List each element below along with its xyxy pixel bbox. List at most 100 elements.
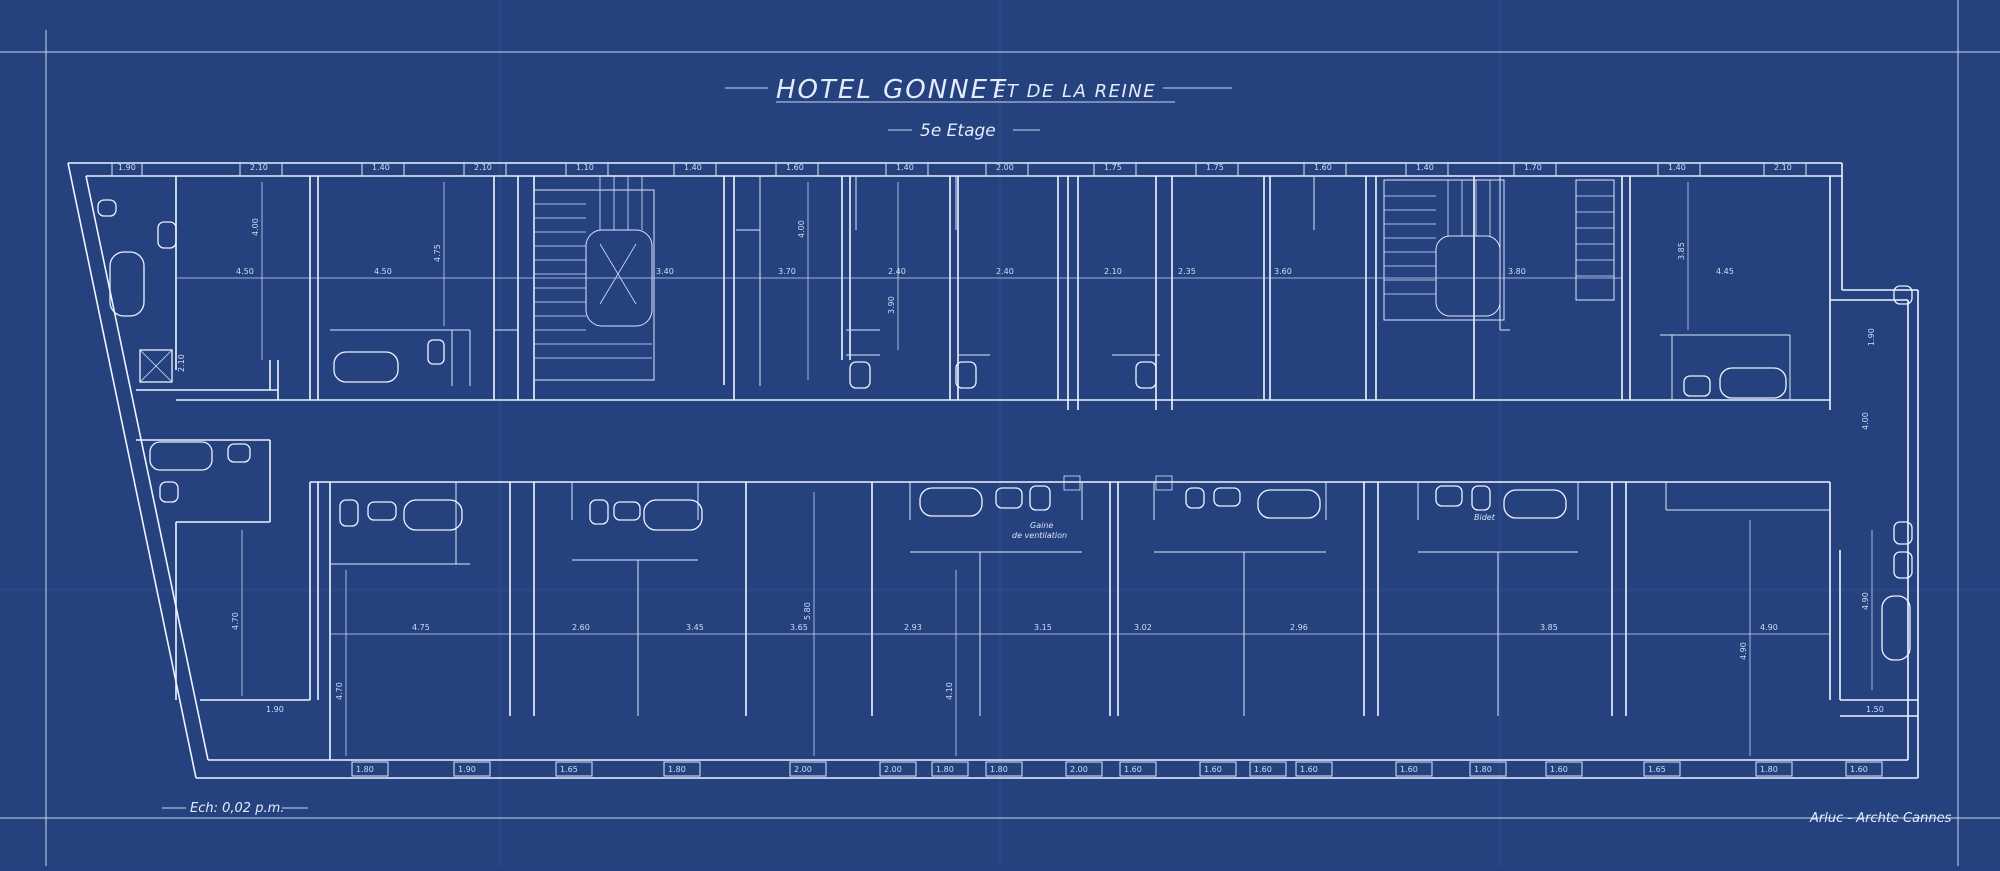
bathtub-icon [1881,595,1911,661]
dimension-label: 3.40 [656,267,674,276]
dimension-label: 2.00 [884,765,902,774]
dimension-label: 2.60 [572,623,590,632]
washbasin-icon [157,221,177,249]
bottom-window-dimensions: 1.80 1.90 1.65 1.80 2.00 2.00 1.80 1.80 … [356,765,1868,774]
dimension-label: 4.75 [433,244,442,262]
dimension-label: 4.90 [1760,623,1778,632]
dimension-label: 1.40 [684,163,702,172]
dimension-label: 3.02 [1134,623,1152,632]
bathtub-icon [109,251,145,317]
bathtub-icon [403,499,463,531]
dimension-label: 1.80 [990,765,1008,774]
toilet-icon [849,361,871,389]
toilet-icon [1471,485,1491,511]
scale-note: Ech: 0,02 p.m. [190,801,284,816]
sanitary-fixtures-bottom: Gaine de ventilation Bidet [149,441,1913,661]
bathtub-icon [333,351,399,383]
dimension-label: 4.70 [231,612,240,630]
dimension-label: 4.45 [1716,267,1734,276]
dimension-label: 1.60 [1550,765,1568,774]
dimension-label: 1.60 [1400,765,1418,774]
dimension-label: 4.90 [1739,642,1748,660]
misc-dimensions: 1.90 1.50 2.10 1.90 [177,328,1884,714]
dimension-label: 1.65 [560,765,578,774]
shower-tray-icon [139,349,173,383]
sanitary-fixtures-top [97,199,1913,399]
dimension-label: 1.40 [1668,163,1686,172]
dimension-label: 2.96 [1290,623,1308,632]
dimension-label: 1.40 [1416,163,1434,172]
washbasin-icon [1683,375,1711,397]
washbasin-icon [1213,487,1241,507]
toilet-icon [1135,361,1157,389]
dimension-label: 1.60 [1300,765,1318,774]
dimension-label: 1.60 [1850,765,1868,774]
dimension-label: 1.90 [1867,328,1876,346]
title-hotel: HOTEL GONNET [776,75,1007,105]
dimension-label: 1.50 [1866,705,1884,714]
dimension-label: 2.40 [888,267,906,276]
dimension-label: 3.45 [686,623,704,632]
dimension-label: 1.90 [266,705,284,714]
dimension-label: 3.85 [1677,242,1686,260]
dimension-label: 2.40 [996,267,1014,276]
toilet-icon [1893,521,1913,545]
staircase-right [1383,179,1615,321]
dimension-label: 1.80 [1760,765,1778,774]
dimension-label: 1.60 [1254,765,1272,774]
dimension-label: 1.10 [576,163,594,172]
toilet-icon [339,499,359,527]
dimension-label: 1.60 [786,163,804,172]
bathtub-icon [919,487,983,517]
dimension-label: 4.75 [412,623,430,632]
toilet-icon [1185,487,1205,509]
bathtub-icon [1719,367,1787,399]
toilet-icon [955,361,977,389]
ventilation-shaft-icon [1155,475,1173,491]
bathtub-icon [643,499,703,531]
shaft-label: Gaine [1030,521,1053,530]
dimension-label: 4.90 [1861,592,1870,610]
dimension-label: 1.40 [896,163,914,172]
title-block: HOTEL GONNET ET DE LA REINE 5e Etage [725,75,1232,141]
dimension-label: 1.90 [458,765,476,774]
dimension-label: 4.70 [335,682,344,700]
top-room-dimensions: 4.50 4.50 3.40 3.70 2.40 2.40 2.10 2.35 … [176,182,1734,380]
exterior-walls [67,162,1919,779]
dimension-label: 2.00 [1070,765,1088,774]
dimension-label: 4.00 [251,218,260,236]
floor-subtitle: 5e Etage [920,121,996,141]
toilet-icon [427,339,445,365]
dimension-label: 2.00 [794,765,812,774]
dimension-label: 1.75 [1104,163,1122,172]
dimension-label: 2.10 [1774,163,1792,172]
bathtub-icon [1503,489,1567,519]
bottom-windows [351,761,1883,777]
dimension-label: 1.80 [668,765,686,774]
toilet-icon [1029,485,1051,511]
dimension-label: 1.60 [1204,765,1222,774]
ventilation-shaft-icon [1063,475,1081,491]
dimension-label: 2.10 [1104,267,1122,276]
dimension-label: 4.50 [236,267,254,276]
toilet-icon [97,199,117,217]
washbasin-icon [1893,285,1913,305]
dimension-label: 2.10 [250,163,268,172]
dimension-label: 1.75 [1206,163,1224,172]
bathtub-icon [149,441,213,471]
bottom-room-walls [136,439,1918,760]
washbasin-icon [1893,551,1913,579]
dimension-label: 5.80 [803,602,812,620]
dimension-label: 1.60 [1314,163,1332,172]
top-windows [111,162,1807,177]
dimension-label: 2.10 [474,163,492,172]
architect-signature: Arluc - Archte Cannes [1809,811,1952,826]
bathtub-icon [1257,489,1321,519]
washbasin-icon [227,443,251,463]
footer-notes: Ech: 0,02 p.m. Arluc - Archte Cannes [162,801,1952,826]
shaft-label-2: de ventilation [1012,531,1067,540]
dimension-label: 4.00 [797,220,806,238]
